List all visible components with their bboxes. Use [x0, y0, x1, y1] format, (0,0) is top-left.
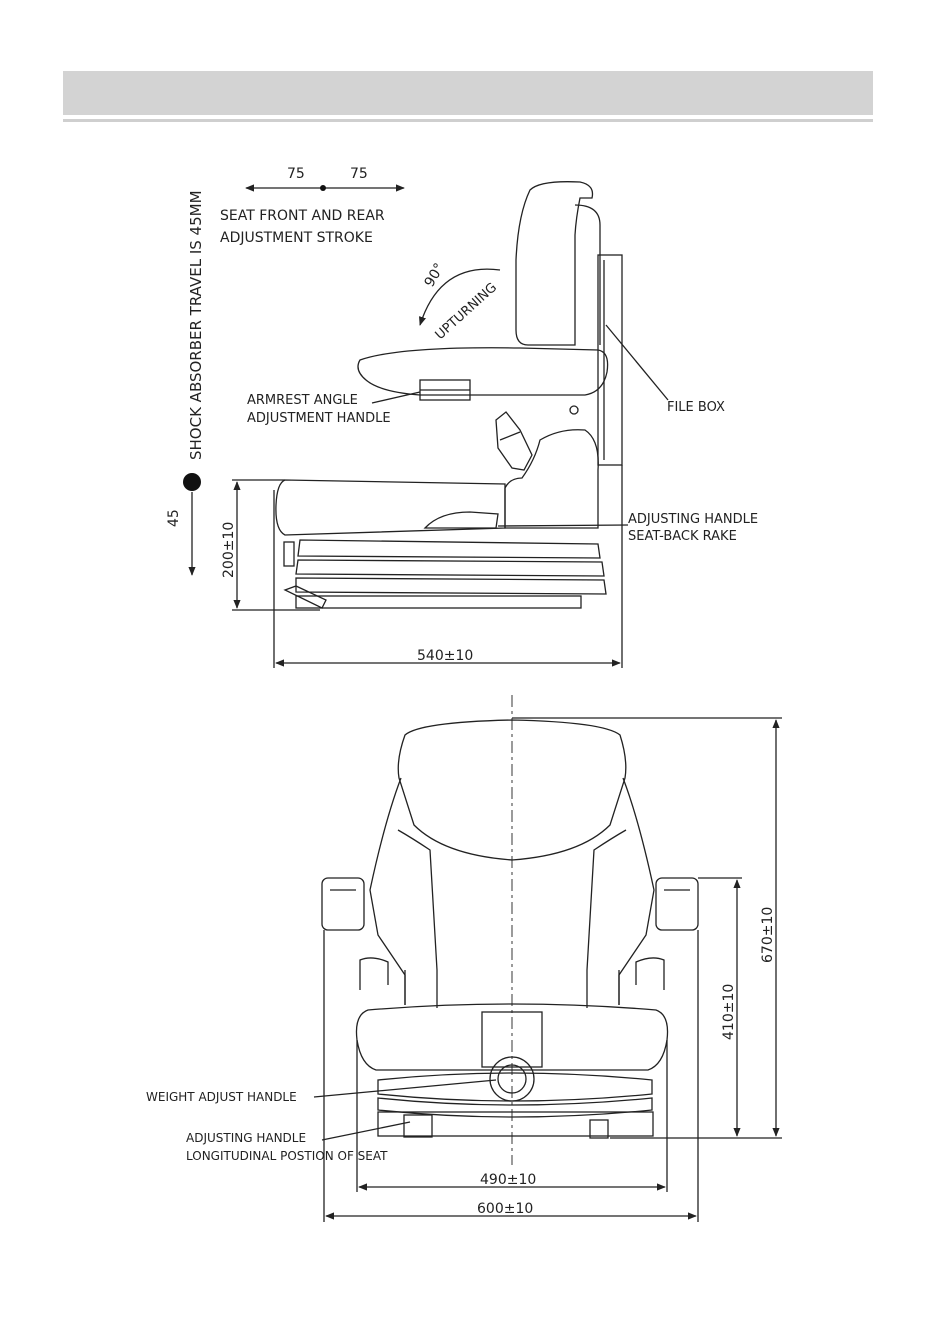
file-box-label: FILE BOX [667, 400, 725, 415]
travel-value: 45 [166, 509, 182, 527]
stroke-label-line2: ADJUSTMENT STROKE [220, 230, 373, 246]
cushion-front [356, 1004, 667, 1070]
suspension-bellows [296, 540, 606, 594]
armrest-label-line2: ADJUSTMENT HANDLE [247, 411, 391, 426]
height-dim-value: 200±10 [221, 522, 237, 578]
inner-width-dim-value: 490±10 [480, 1172, 536, 1188]
longitudinal-leader [322, 1122, 410, 1140]
file-box-leader [606, 325, 668, 400]
rake-handle [425, 512, 498, 528]
lever [285, 586, 326, 608]
armrest-right [656, 878, 698, 930]
file-box [598, 255, 622, 465]
armrest-label-line1: ARMREST ANGLE [247, 393, 358, 408]
depth-dim-value: 540±10 [417, 648, 473, 664]
stroke-left-value: 75 [287, 166, 305, 182]
armrest-side [358, 348, 608, 395]
front-view: 670±10 410±10 490±10 600±10 WEIGHT ADJUS… [146, 695, 782, 1222]
height-total-dim-value: 670±10 [760, 907, 776, 963]
rake-leader [498, 525, 628, 526]
upturning-label: UPTURNING [433, 280, 500, 343]
backrest-side [516, 182, 593, 345]
belt-buckle [496, 412, 532, 470]
seat-cushion [276, 480, 505, 535]
stroke-right-value: 75 [350, 166, 368, 182]
suspension-base [296, 596, 581, 608]
angle-label: 90° [422, 260, 448, 290]
longitudinal-label-line1: ADJUSTING HANDLE [186, 1131, 306, 1145]
outer-width-dim-value: 600±10 [477, 1201, 533, 1217]
side-view: SHOCK ABSORBER TRAVEL IS 45MM 45 75 75 S… [166, 166, 758, 668]
recline-mechanism [505, 430, 598, 528]
rake-label-line1: ADJUSTING HANDLE [628, 512, 758, 527]
stroke-center-dot [320, 185, 326, 191]
stroke-label-line1: SEAT FRONT AND REAR [220, 208, 385, 224]
weight-leader [314, 1080, 496, 1097]
shock-travel-label: SHOCK ABSORBER TRAVEL IS 45MM [187, 190, 205, 460]
longitudinal-label-line2: LONGITUDINAL POSTION OF SEAT [186, 1149, 388, 1163]
armrest-leader [372, 392, 420, 403]
backrest-pad [575, 205, 600, 345]
armrest-left [322, 878, 364, 930]
travel-dot [183, 473, 201, 491]
weight-label: WEIGHT ADJUST HANDLE [146, 1090, 297, 1104]
rake-label-line2: SEAT-BACK RAKE [628, 529, 737, 544]
armrest-height-dim-value: 410±10 [721, 984, 737, 1040]
